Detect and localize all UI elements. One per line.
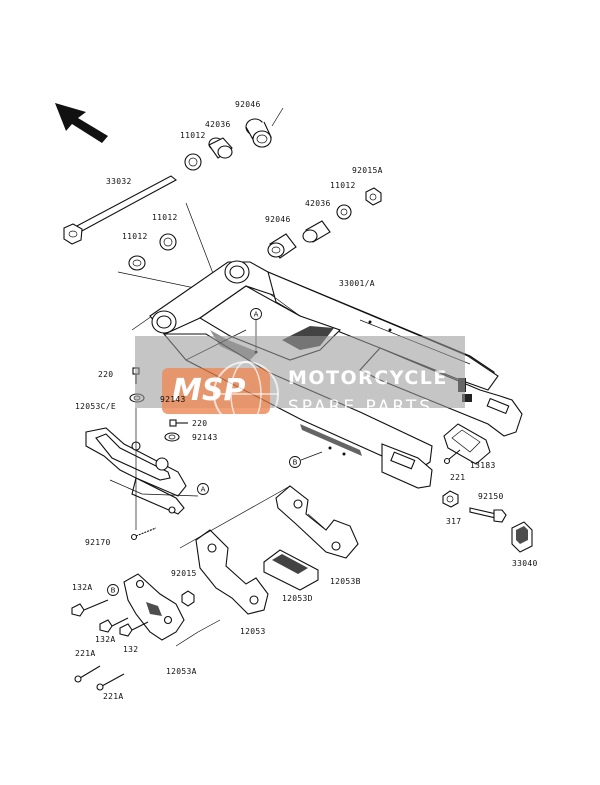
part-317-nut bbox=[442, 490, 459, 508]
part-12053B-slider bbox=[275, 485, 359, 559]
part-132A-bolt-a bbox=[71, 599, 109, 617]
guide-line bbox=[271, 107, 284, 127]
svg-text:A: A bbox=[254, 311, 259, 319]
label-132A-b: 132A bbox=[95, 635, 115, 644]
label-11012-left: 11012 bbox=[122, 232, 148, 241]
label-92015: 92015 bbox=[171, 569, 197, 578]
part-92046-top-bushing bbox=[245, 118, 272, 148]
label-33001A: 33001/A bbox=[339, 279, 375, 288]
part-labels: 92046 42036 11012 33032 11012 11012 9204… bbox=[72, 100, 538, 701]
label-42036-top: 42036 bbox=[205, 120, 231, 129]
label-33032: 33032 bbox=[106, 177, 132, 186]
label-92170: 92170 bbox=[85, 538, 111, 547]
label-317: 317 bbox=[446, 517, 461, 526]
part-92015-nut bbox=[181, 590, 195, 607]
watermark-logo: MSP bbox=[172, 373, 245, 408]
part-12053D-block bbox=[263, 549, 319, 591]
guide-line bbox=[179, 485, 291, 549]
part-42036-mid-collar bbox=[302, 220, 331, 243]
label-132A-a: 132A bbox=[72, 583, 92, 592]
label-13183: 13183 bbox=[470, 461, 496, 470]
callout-b-lower: B bbox=[107, 584, 119, 596]
part-42036-top-collar bbox=[208, 137, 233, 159]
label-11012-right: 11012 bbox=[330, 181, 356, 190]
label-220-b: 220 bbox=[192, 419, 207, 428]
guide-line bbox=[175, 619, 221, 647]
label-92150: 92150 bbox=[478, 492, 504, 501]
label-42036-mid: 42036 bbox=[305, 199, 331, 208]
svg-text:B: B bbox=[293, 459, 298, 467]
label-12053CE: 12053C/E bbox=[75, 402, 116, 411]
callout-a-lower: A bbox=[197, 483, 209, 495]
part-11012-top-seal bbox=[184, 153, 202, 171]
label-220-a: 220 bbox=[98, 370, 113, 379]
label-221A-b: 221A bbox=[103, 692, 123, 701]
label-132: 132 bbox=[123, 645, 138, 654]
label-92143-b: 92143 bbox=[192, 433, 218, 442]
part-11012-left-seal bbox=[128, 255, 146, 271]
part-132A-bolt-b bbox=[99, 617, 129, 633]
watermark-line2: SPARE PARTS bbox=[288, 397, 433, 417]
part-221-bolt bbox=[443, 449, 461, 465]
label-11012-mid: 11012 bbox=[152, 213, 178, 222]
svg-text:A: A bbox=[201, 486, 206, 494]
part-132-bolt bbox=[119, 621, 149, 637]
guide-line bbox=[131, 315, 153, 331]
part-33040-block bbox=[511, 521, 533, 553]
part-11012-mid-seal bbox=[159, 233, 177, 251]
label-12053: 12053 bbox=[240, 627, 266, 636]
part-92015A-nut bbox=[365, 187, 382, 206]
part-33032-pivot-shaft bbox=[63, 175, 177, 245]
label-92015A: 92015A bbox=[352, 166, 383, 175]
label-92046-top: 92046 bbox=[235, 100, 261, 109]
label-221: 221 bbox=[450, 473, 465, 482]
front-direction-arrow-icon bbox=[55, 103, 108, 143]
label-92143-a: 92143 bbox=[160, 395, 186, 404]
part-11012-right-seal bbox=[336, 204, 352, 220]
part-92143-washer-b bbox=[164, 432, 180, 442]
part-92150-bolt bbox=[469, 507, 507, 523]
label-12053B: 12053B bbox=[330, 577, 361, 586]
label-12053A: 12053A bbox=[166, 667, 197, 676]
svg-text:B: B bbox=[111, 587, 116, 595]
part-92046-mid-bushing bbox=[267, 233, 297, 259]
part-92170-screw bbox=[130, 527, 157, 541]
part-12053A-guide bbox=[123, 573, 185, 641]
watermark-line1: MOTORCYCLE bbox=[288, 367, 448, 389]
guide-line bbox=[185, 202, 215, 277]
callout-b-upper: B bbox=[289, 451, 323, 468]
label-12053D: 12053D bbox=[282, 594, 313, 603]
label-92046-mid: 92046 bbox=[265, 215, 291, 224]
part-221A-screw-b bbox=[96, 673, 125, 691]
guide-line bbox=[109, 479, 199, 497]
label-11012-top: 11012 bbox=[180, 131, 206, 140]
part-12053-slider-plate bbox=[195, 529, 269, 615]
label-221A-a: 221A bbox=[75, 649, 95, 658]
label-33040: 33040 bbox=[512, 559, 538, 568]
part-221A-screw-a bbox=[74, 665, 101, 683]
msp-watermark: MSP MOTORCYCLE SPARE PARTS bbox=[135, 336, 465, 427]
part-13183-plate bbox=[443, 423, 491, 465]
part-220-bolt-b bbox=[169, 419, 188, 427]
